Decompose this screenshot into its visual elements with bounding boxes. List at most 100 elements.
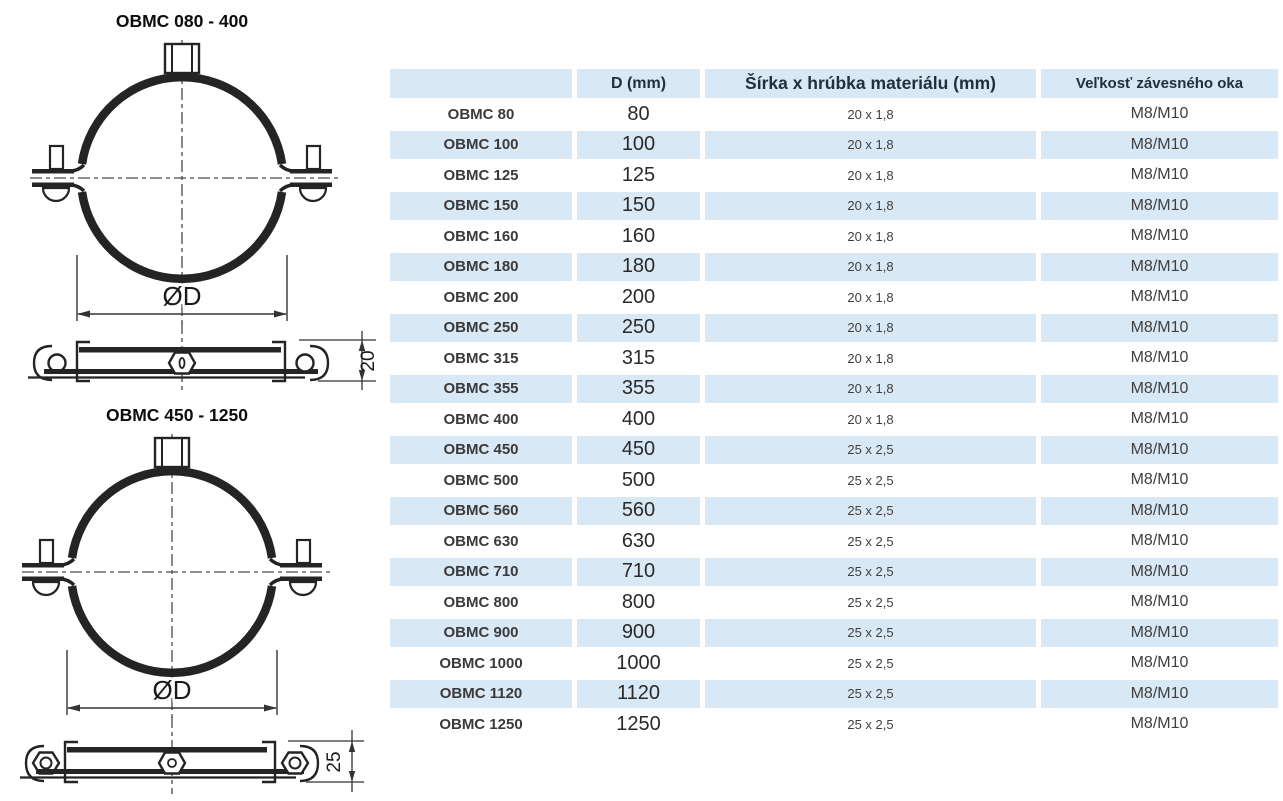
material-cell: 20 x 1,8 [705, 252, 1036, 281]
diameter-cell: 250 [577, 313, 700, 342]
flange-bolts [32, 144, 332, 203]
eye-size-cell: M8/M10 [1041, 313, 1278, 342]
diameter-cell: 125 [577, 161, 700, 190]
band-side-view [20, 716, 320, 794]
diameter-label: ØD [163, 281, 202, 311]
table-body: OBMC 80 80 20 x 1,8 M8/M10 OBMC 100 100 … [390, 100, 1278, 739]
diameter-cell: 1000 [577, 649, 700, 678]
table-row: OBMC 150 150 20 x 1,8 M8/M10 [390, 191, 1278, 220]
diameter-cell: 150 [577, 191, 700, 220]
material-cell: 25 x 2,5 [705, 496, 1036, 525]
product-name-cell: OBMC 180 [390, 252, 572, 281]
diameter-cell: 315 [577, 344, 700, 373]
product-name-cell: OBMC 100 [390, 130, 572, 159]
eye-size-cell: M8/M10 [1041, 130, 1278, 159]
material-cell: 25 x 2,5 [705, 679, 1036, 708]
product-name-cell: OBMC 125 [390, 161, 572, 190]
eye-size-cell: M8/M10 [1041, 557, 1278, 586]
col-header-eye-size: Veľkosť závesného oka [1041, 69, 1278, 98]
product-name-cell: OBMC 1250 [390, 710, 572, 739]
product-name-cell: OBMC 450 [390, 435, 572, 464]
product-name-cell: OBMC 315 [390, 344, 572, 373]
product-name-cell: OBMC 500 [390, 466, 572, 495]
material-cell: 20 x 1,8 [705, 161, 1036, 190]
material-cell: 25 x 2,5 [705, 527, 1036, 556]
eye-size-cell: M8/M10 [1041, 283, 1278, 312]
band-width-label: 20 [358, 350, 379, 371]
eye-size-cell: M8/M10 [1041, 710, 1278, 739]
band-width-dimension [288, 730, 364, 792]
material-cell: 20 x 1,8 [705, 222, 1036, 251]
diameter-cell: 900 [577, 618, 700, 647]
eye-size-cell: M8/M10 [1041, 679, 1278, 708]
table-row: OBMC 630 630 25 x 2,5 M8/M10 [390, 527, 1278, 556]
material-cell: 20 x 1,8 [705, 130, 1036, 159]
table-row: OBMC 315 315 20 x 1,8 M8/M10 [390, 344, 1278, 373]
table-row: OBMC 900 900 25 x 2,5 M8/M10 [390, 618, 1278, 647]
product-name-cell: OBMC 1000 [390, 649, 572, 678]
clamp-ring [69, 73, 295, 283]
product-name-cell: OBMC 630 [390, 527, 572, 556]
material-cell: 25 x 2,5 [705, 466, 1036, 495]
band-side-view [28, 322, 330, 392]
eye-size-cell: M8/M10 [1041, 588, 1278, 617]
material-cell: 20 x 1,8 [705, 405, 1036, 434]
diameter-cell: 450 [577, 435, 700, 464]
diameter-dimension [76, 255, 288, 321]
eye-size-cell: M8/M10 [1041, 191, 1278, 220]
diagram-obmc-450-1250: OBMC 450 - 1250 [20, 405, 364, 794]
diagram-title: OBMC 450 - 1250 [106, 405, 248, 425]
material-cell: 20 x 1,8 [705, 283, 1036, 312]
table-row: OBMC 125 125 20 x 1,8 M8/M10 [390, 161, 1278, 190]
table-row: OBMC 80 80 20 x 1,8 M8/M10 [390, 100, 1278, 129]
eye-size-cell: M8/M10 [1041, 222, 1278, 251]
product-name-cell: OBMC 355 [390, 374, 572, 403]
table-row: OBMC 560 560 25 x 2,5 M8/M10 [390, 496, 1278, 525]
flange-bolts [22, 538, 322, 597]
diameter-cell: 160 [577, 222, 700, 251]
material-cell: 25 x 2,5 [705, 618, 1036, 647]
product-name-cell: OBMC 800 [390, 588, 572, 617]
material-cell: 20 x 1,8 [705, 344, 1036, 373]
band-width-dimension [299, 331, 376, 390]
diameter-cell: 500 [577, 466, 700, 495]
product-name-cell: OBMC 1120 [390, 679, 572, 708]
diameter-cell: 630 [577, 527, 700, 556]
product-name-cell: OBMC 200 [390, 283, 572, 312]
spec-table: D (mm) Šírka x hrúbka materiálu (mm) Veľ… [385, 67, 1283, 741]
diagram-obmc-080-400: OBMC 080 - 400 [28, 11, 379, 392]
material-cell: 20 x 1,8 [705, 100, 1036, 129]
top-socket [153, 436, 191, 469]
eye-size-cell: M8/M10 [1041, 100, 1278, 129]
product-name-cell: OBMC 710 [390, 557, 572, 586]
table-row: OBMC 400 400 20 x 1,8 M8/M10 [390, 405, 1278, 434]
table-row: OBMC 355 355 20 x 1,8 M8/M10 [390, 374, 1278, 403]
table-row: OBMC 500 500 25 x 2,5 M8/M10 [390, 466, 1278, 495]
product-name-cell: OBMC 400 [390, 405, 572, 434]
eye-size-cell: M8/M10 [1041, 496, 1278, 525]
eye-size-cell: M8/M10 [1041, 405, 1278, 434]
table-row: OBMC 1000 1000 25 x 2,5 M8/M10 [390, 649, 1278, 678]
material-cell: 25 x 2,5 [705, 649, 1036, 678]
diameter-dimension [66, 650, 278, 715]
diameter-cell: 1120 [577, 679, 700, 708]
product-name-cell: OBMC 250 [390, 313, 572, 342]
table-row: OBMC 450 450 25 x 2,5 M8/M10 [390, 435, 1278, 464]
material-cell: 25 x 2,5 [705, 435, 1036, 464]
diameter-cell: 560 [577, 496, 700, 525]
product-name-cell: OBMC 560 [390, 496, 572, 525]
table-row: OBMC 710 710 25 x 2,5 M8/M10 [390, 557, 1278, 586]
diameter-cell: 1250 [577, 710, 700, 739]
table-row: OBMC 180 180 20 x 1,8 M8/M10 [390, 252, 1278, 281]
eye-size-cell: M8/M10 [1041, 252, 1278, 281]
eye-size-cell: M8/M10 [1041, 435, 1278, 464]
table-header: D (mm) Šírka x hrúbka materiálu (mm) Veľ… [390, 69, 1278, 98]
diameter-cell: 180 [577, 252, 700, 281]
table-row: OBMC 1250 1250 25 x 2,5 M8/M10 [390, 710, 1278, 739]
eye-size-cell: M8/M10 [1041, 527, 1278, 556]
eye-size-cell: M8/M10 [1041, 649, 1278, 678]
eye-size-cell: M8/M10 [1041, 374, 1278, 403]
diameter-cell: 80 [577, 100, 700, 129]
col-header-material: Šírka x hrúbka materiálu (mm) [705, 69, 1036, 98]
